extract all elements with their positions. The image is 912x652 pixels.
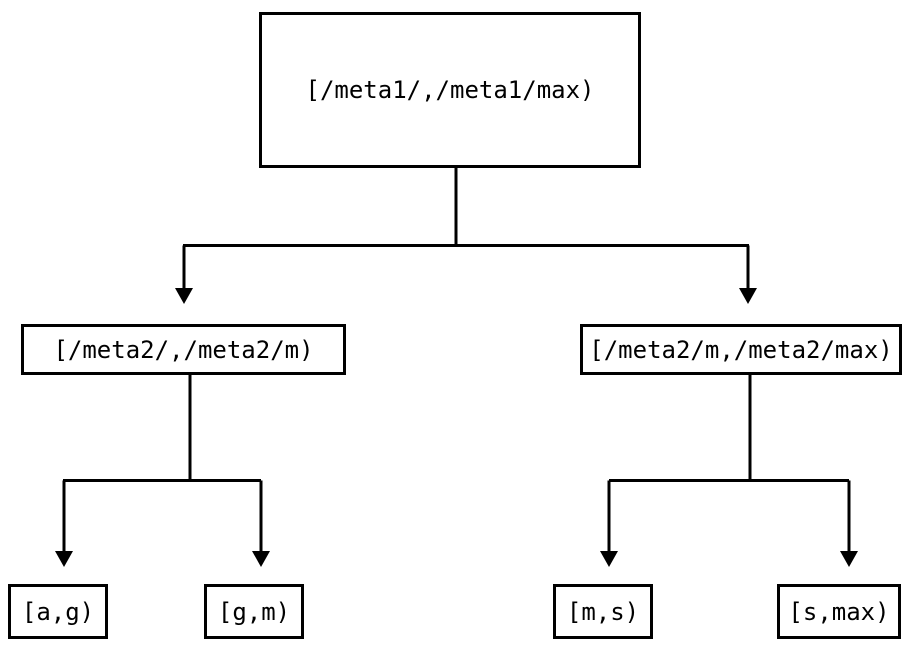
arrowhead-meta2-high-to-leaf-smax [840,551,858,567]
tree-node-leaf-gm-label: [g,m) [217,597,291,626]
tree-node-root-label: [/meta1/,/meta1/max) [305,76,595,104]
arrowhead-root-to-meta2-low [175,288,193,304]
tree-node-root[interactable]: [/meta1/,/meta1/max) [259,12,641,168]
tree-node-leaf-ms-label: [m,s) [566,597,640,626]
arrowhead-meta2-low-to-leaf-ag [55,551,73,567]
tree-node-meta2-high-label: [/meta2/m,/meta2/max) [589,335,893,364]
tree-node-leaf-gm[interactable]: [g,m) [204,584,304,639]
tree-node-leaf-ag[interactable]: [a,g) [8,584,108,639]
arrowhead-root-to-meta2-high [739,288,757,304]
tree-node-leaf-ms[interactable]: [m,s) [553,584,653,639]
tree-node-leaf-ag-label: [a,g) [21,597,95,626]
tree-node-meta2-high[interactable]: [/meta2/m,/meta2/max) [580,324,902,375]
arrowhead-meta2-high-to-leaf-ms [600,551,618,567]
tree-node-meta2-low[interactable]: [/meta2/,/meta2/m) [21,324,346,375]
tree-node-meta2-low-label: [/meta2/,/meta2/m) [53,335,314,364]
tree-node-leaf-smax-label: [s,max) [788,597,890,626]
tree-node-leaf-smax[interactable]: [s,max) [777,584,901,639]
arrowhead-meta2-low-to-leaf-gm [252,551,270,567]
